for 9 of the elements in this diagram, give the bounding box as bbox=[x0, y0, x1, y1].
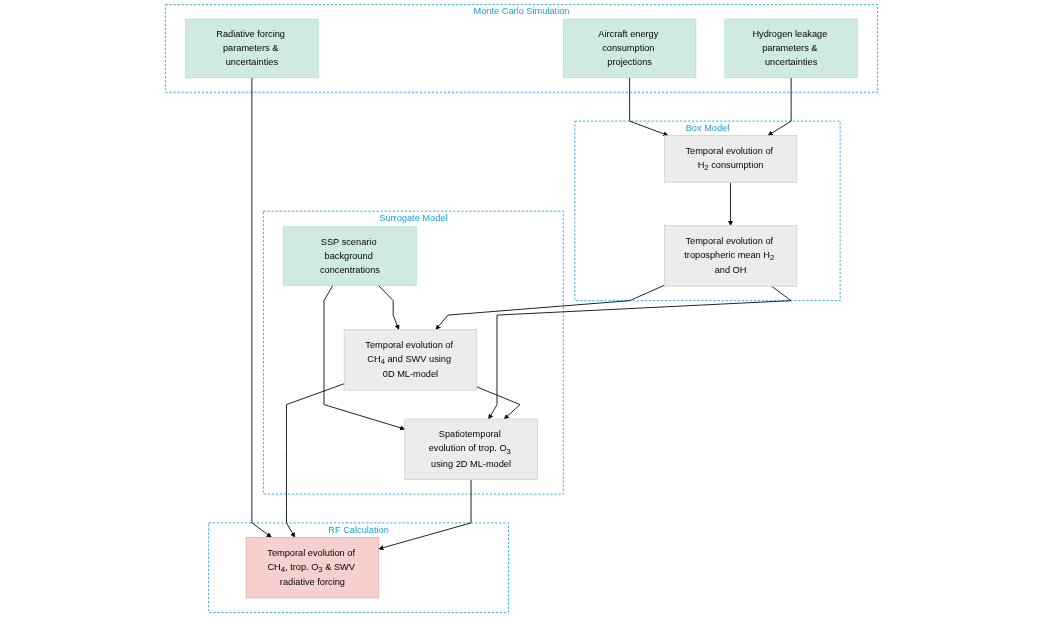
node-box: Temporal evolution of H$_{2}$ consumption bbox=[663, 135, 798, 183]
node-box: Aircraft energy consumption projections bbox=[563, 18, 697, 79]
node-box: Temporal evolution of CH$_{4}$ and SWV using 0D ML-model bbox=[343, 329, 478, 391]
node-box: Radiative forcing parameters & uncertainties bbox=[185, 18, 319, 79]
node-box: SSP scenario background concentrations bbox=[283, 226, 417, 286]
node-box: Temporal evolution of tropospheric mean H$_{2}$ and OH bbox=[663, 225, 798, 287]
node-box: Hydrogen leakage parameters & uncertainties bbox=[724, 18, 858, 79]
node-box: Spatiotemporal evolution of trop. O$_{3}$ using 2D ML-model bbox=[404, 418, 538, 480]
node-box: Temporal evolution of CH$_{4}$, trop. O$_{3}$ & SWV radiative forcing bbox=[245, 537, 380, 599]
